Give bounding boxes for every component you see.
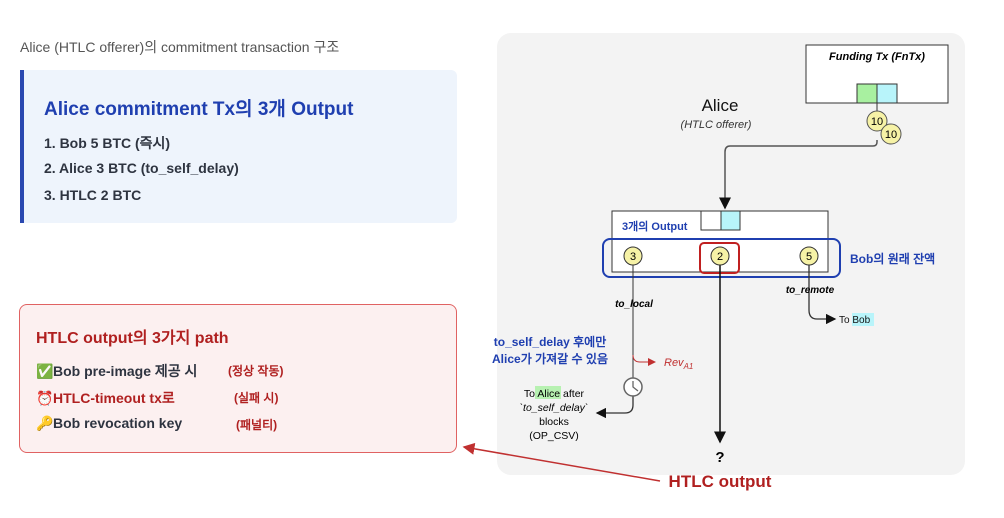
to-alice-label: `to_self_delay` [520,402,589,414]
path-label: HTLC-timeout tx로 [53,390,175,406]
to-alice-label: (OP_CSV) [529,430,579,442]
coin [799,246,819,266]
coin-amount: 5 [806,251,812,263]
path-label: Bob pre-image 제공 시 [53,363,198,379]
to-bob-label: To Bob [839,315,871,326]
alice-role: (HTLC offerer) [681,119,752,131]
funding-output-green [856,83,878,104]
revocation-arrow [632,354,656,366]
delay-note: Alice가 가져갈 수 있음 [492,351,608,366]
alice-highlight [535,386,561,399]
output-item: 2. Alice 3 BTC (to_self_delay) [44,160,239,176]
output-item: 1. Bob 5 BTC (즉시) [44,135,171,151]
key-icon: 🔑 [36,415,54,431]
output-item: 3. HTLC 2 BTC [44,187,142,203]
to-alice-label: To Alice after [524,388,585,400]
coin [623,246,643,266]
outputs-summary-box: Alice commitment Tx의 3개 Output 1. Bob 5 … [20,70,457,223]
coin-amount: 10 [885,129,897,141]
bob-balance-label: Bob의 원래 잔액 [850,251,935,266]
htlc-paths-box: HTLC output의 3가지 path ✅Bob pre-image 제공 … [19,304,457,453]
coin-amount: 2 [717,251,723,263]
to-alice-label: blocks [539,416,569,428]
to-alice-arrow [595,396,634,419]
paths-title: HTLC output의 3가지 path [36,330,229,347]
output-box-label: 3개의 Output [622,219,688,233]
path-item: ⏰HTLC-timeout tx로 (실패 시) [36,388,278,408]
funding-title: Funding Tx (FnTx) [829,51,925,63]
outputs-title: Alice commitment Tx의 3개 Output [44,99,354,120]
coin-amount: 3 [630,251,636,263]
path-item: 🔑Bob revocation key (패널티) [36,415,277,432]
to-local-label: to_local [615,299,653,310]
coin [880,123,902,145]
coin [866,110,888,132]
coin-amount: 10 [871,116,883,128]
coin [710,246,730,266]
path-label: Bob revocation key [53,415,183,431]
delay-note: to_self_delay 후에만 [494,334,607,349]
path-note: (실패 시) [234,391,279,405]
alarm-clock-icon: ⏰ [36,390,54,406]
input-slot [700,210,722,231]
revocation-label: RevA1 [664,357,693,371]
check-icon: ✅ [36,363,54,379]
bob-highlight [852,313,874,326]
alice-label: Alice [702,96,739,115]
path-note: (패널티) [236,418,278,432]
path-item: ✅Bob pre-image 제공 시 (정상 작동) [36,361,284,381]
funding-output-cyan [876,83,898,104]
to-remote-line [808,265,837,325]
to-remote-label: to_remote [786,285,835,296]
callout-arrow [462,442,661,482]
htlc-output-label: HTLC output [669,472,772,491]
path-note: (정상 작동) [228,364,284,378]
bob-balance-highlight [602,238,841,278]
funding-arrow [719,140,878,210]
unknown-path-label: ? [715,449,724,466]
input-slot [720,210,741,231]
clock-icon [623,377,643,397]
page-header: Alice (HTLC offerer)의 commitment transac… [20,39,340,55]
